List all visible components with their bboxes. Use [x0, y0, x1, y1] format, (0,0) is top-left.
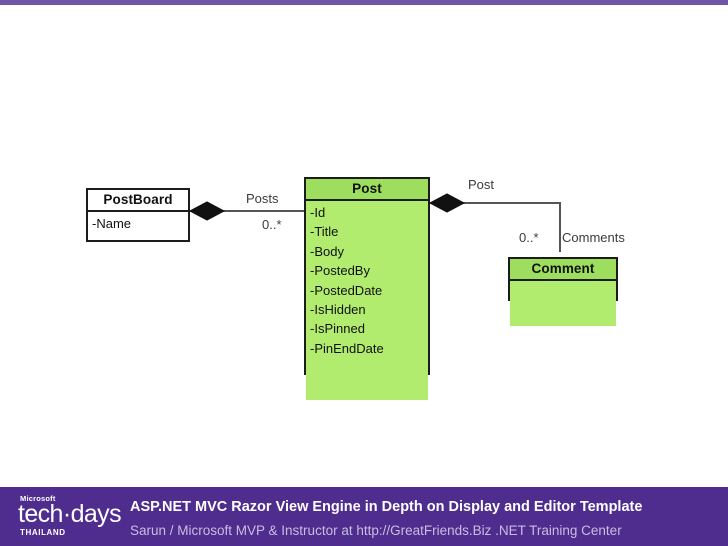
- uml-class-comment[interactable]: Comment: [508, 257, 618, 326]
- association-label-posts: Posts: [246, 191, 279, 206]
- logo-brand-text: tech·days: [18, 500, 122, 528]
- association-multiplicity-posts: 0..*: [262, 217, 282, 232]
- composition-diamond-post: [428, 193, 466, 213]
- uml-member: -IsHidden: [310, 302, 366, 318]
- uml-class-postboard-members: -Name: [88, 212, 188, 236]
- uml-member: -Body: [310, 243, 344, 259]
- techdays-logo: Microsoft tech·days THAILAND: [18, 494, 122, 538]
- footer-title: ASP.NET MVC Razor View Engine in Depth o…: [130, 499, 643, 515]
- uml-class-post-members: -Id -Title -Body -PostedBy -PostedDate -…: [306, 201, 428, 400]
- association-label-comments: Comments: [562, 230, 625, 245]
- uml-class-diagram: PostBoard -Name Post -Id -Title -Body -P…: [0, 5, 728, 487]
- uml-class-comment-members: [510, 281, 616, 326]
- uml-class-postboard[interactable]: PostBoard -Name: [86, 188, 190, 242]
- composition-diamond-postboard: [188, 201, 226, 221]
- uml-member: -PostedDate: [310, 282, 383, 298]
- logo-country-text: THAILAND: [20, 528, 66, 537]
- uml-member: -Title: [310, 224, 339, 240]
- logo-microsoft-text: Microsoft: [20, 494, 56, 503]
- footer-banner: [0, 487, 728, 546]
- uml-member: -Id: [310, 205, 326, 220]
- association-label-post: Post: [468, 177, 495, 192]
- uml-class-post[interactable]: Post -Id -Title -Body -PostedBy -PostedD…: [304, 177, 430, 400]
- uml-class-postboard-title: PostBoard: [88, 190, 188, 212]
- top-accent-bar: [0, 0, 728, 5]
- connector-post-comment: [430, 202, 561, 252]
- uml-member: -Name: [92, 216, 132, 231]
- uml-member: -PostedBy: [310, 263, 370, 279]
- uml-member: -IsPinned: [310, 321, 365, 337]
- association-multiplicity-comments: 0..*: [519, 230, 539, 245]
- uml-class-post-title: Post: [306, 179, 428, 201]
- footer-subtitle: Sarun / Microsoft MVP & Instructor at ht…: [130, 523, 622, 538]
- uml-class-comment-title: Comment: [510, 259, 616, 281]
- uml-member: -PinEndDate: [310, 340, 384, 356]
- diagram-connectors: [188, 193, 561, 252]
